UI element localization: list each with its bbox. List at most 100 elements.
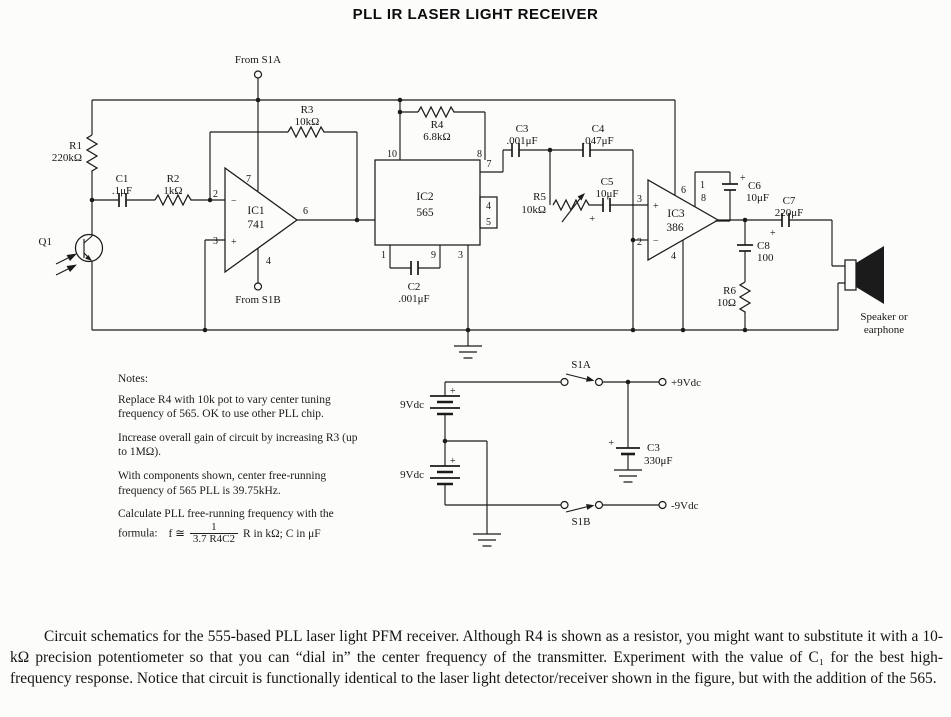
plus9-label: +9Vdc	[671, 377, 701, 389]
c7-value: 220μF	[775, 207, 804, 219]
c6-value: 10μF	[746, 192, 769, 204]
c2-value: .001μF	[398, 293, 429, 305]
ic3-pin6: 6	[681, 185, 686, 196]
ic2-pin8: 8	[477, 149, 482, 160]
r1-value: 220kΩ	[52, 152, 82, 164]
page-title: PLL IR LASER LIGHT RECEIVER	[352, 6, 599, 23]
circuit-schematic: R1 220kΩ Q1 C1 .1μF	[39, 54, 908, 547]
ic2-pin5: 5	[486, 217, 491, 228]
from-s1a-terminal: From S1A	[235, 54, 281, 79]
formula-denominator: 3.7 R4C2	[189, 533, 239, 546]
note-2: Increase overall gain of circuit by incr…	[118, 431, 358, 459]
ic2-chip: IC2 565 10 8 7 4 5 1 9 3	[374, 149, 498, 261]
formula-fraction: 1 3.7 R4C2	[189, 520, 239, 546]
r5-potentiometer: R5 10kΩ	[521, 191, 591, 223]
battery2-value: 9Vdc	[400, 469, 424, 481]
note-4: Calculate PLL free-running frequency wit…	[118, 507, 358, 546]
battery-1: + 9Vdc	[400, 386, 460, 416]
c5-value: 10μF	[595, 188, 618, 200]
power-c3-capacitor: + C3 330μF	[608, 438, 672, 467]
notes-heading: Notes:	[118, 373, 149, 385]
ic1-pin3: 3	[213, 236, 218, 247]
plus9-terminal: +9Vdc	[658, 377, 701, 389]
junction-dots	[89, 97, 748, 333]
minus9-terminal: -9Vdc	[658, 500, 699, 512]
battery2-plus-mark: +	[450, 456, 456, 467]
ic2-pin1: 1	[381, 250, 386, 261]
r3-value: 10kΩ	[295, 116, 320, 128]
ic2-pin10: 10	[387, 149, 397, 160]
c4-label: C4	[592, 123, 605, 135]
ic3-value: 386	[666, 222, 684, 234]
c5-label: C5	[601, 176, 614, 188]
formula-numerator: 1	[211, 520, 217, 533]
speaker-label-1: Speaker or	[860, 311, 908, 323]
ic1-plus-mark: +	[231, 237, 237, 248]
speaker-label-2: earphone	[864, 324, 904, 336]
notes-block: Notes: Replace R4 with 10k pot to vary c…	[118, 372, 358, 555]
ic3-label: IC3	[667, 208, 685, 220]
power-c3-label: C3	[647, 442, 660, 454]
c6-label: C6	[748, 180, 761, 192]
formula-units: R in kΩ; C in μF	[243, 527, 321, 540]
wires	[91, 78, 845, 331]
r1-label: R1	[69, 140, 82, 152]
r5-label: R5	[533, 191, 546, 203]
from-s1a-label: From S1A	[235, 54, 281, 66]
ic1-label: IC1	[247, 205, 265, 217]
c2-label: C2	[408, 281, 421, 293]
ic1-pin7: 7	[246, 174, 251, 185]
ic3-plus-mark: +	[653, 201, 659, 212]
battery1-value: 9Vdc	[400, 399, 424, 411]
r2-value: 1kΩ	[163, 185, 182, 197]
ic3-pin1: 1	[700, 180, 705, 191]
speaker-horn-icon	[856, 246, 884, 304]
ic1-pin6: 6	[303, 206, 308, 217]
c7-label: C7	[783, 195, 796, 207]
q1-phototransistor: Q1	[39, 233, 104, 276]
r2-resistor: R2 1kΩ	[154, 173, 193, 207]
c3-value: .001μF	[506, 135, 537, 147]
from-s1b-terminal: From S1B	[235, 282, 281, 306]
ic1-value: 741	[247, 219, 265, 231]
r1-resistor: R1 220kΩ	[52, 134, 99, 173]
ic3-opamp: IC3 386 3 2 6 4 1 8 + −	[637, 178, 720, 262]
note-1: Replace R4 with 10k pot to vary center t…	[118, 393, 331, 421]
r6-label: R6	[723, 285, 736, 297]
c1-capacitor: C1 .1μF	[112, 173, 132, 207]
note-3: With components shown, center free-runni…	[118, 469, 327, 497]
junction-dot	[442, 438, 448, 444]
battery1-plus-mark: +	[450, 386, 456, 397]
junction-dot	[625, 379, 631, 385]
ground-symbol	[454, 330, 482, 359]
r3-resistor: R3 10kΩ	[287, 104, 326, 139]
c2-capacitor: C2 .001μF	[398, 261, 430, 305]
speaker: Speaker or earphone	[844, 246, 908, 336]
ic1-minus-mark: −	[231, 196, 237, 207]
ic3-pin8: 8	[701, 193, 706, 204]
c8-label: C8	[757, 240, 770, 252]
ic1-pin4: 4	[266, 256, 271, 267]
c8-capacitor: C8 100	[737, 240, 774, 264]
r4-resistor: R4 6.8kΩ	[417, 105, 456, 143]
note-4-text: Calculate PLL free-running frequency wit…	[118, 508, 334, 540]
c8-value: 100	[757, 252, 774, 264]
c3-label: C3	[516, 123, 529, 135]
c1-value: .1μF	[112, 185, 132, 197]
main-circuit: R1 220kΩ Q1 C1 .1μF	[39, 54, 908, 359]
r5-value: 10kΩ	[521, 204, 546, 216]
r4-label: R4	[431, 119, 444, 131]
r2-label: R2	[167, 173, 180, 185]
ic2-pin7: 7	[487, 159, 492, 170]
formula-lhs: f ≅	[168, 527, 185, 540]
ground-symbol	[614, 469, 642, 483]
power-supply-circuit: + 9Vdc + 9Vdc S1A	[400, 359, 701, 547]
c6-capacitor: + C6 10μF	[722, 173, 769, 204]
c7-capacitor: C7 220μF +	[770, 195, 803, 239]
ic2-pin4: 4	[486, 201, 491, 212]
c3-capacitor: C3 .001μF	[506, 123, 538, 157]
ic1-opamp: IC1 741 2 3 7 4 6 − +	[213, 166, 308, 274]
c7-plus-mark: +	[770, 228, 776, 239]
c5-capacitor: + C5 10μF	[589, 176, 618, 225]
